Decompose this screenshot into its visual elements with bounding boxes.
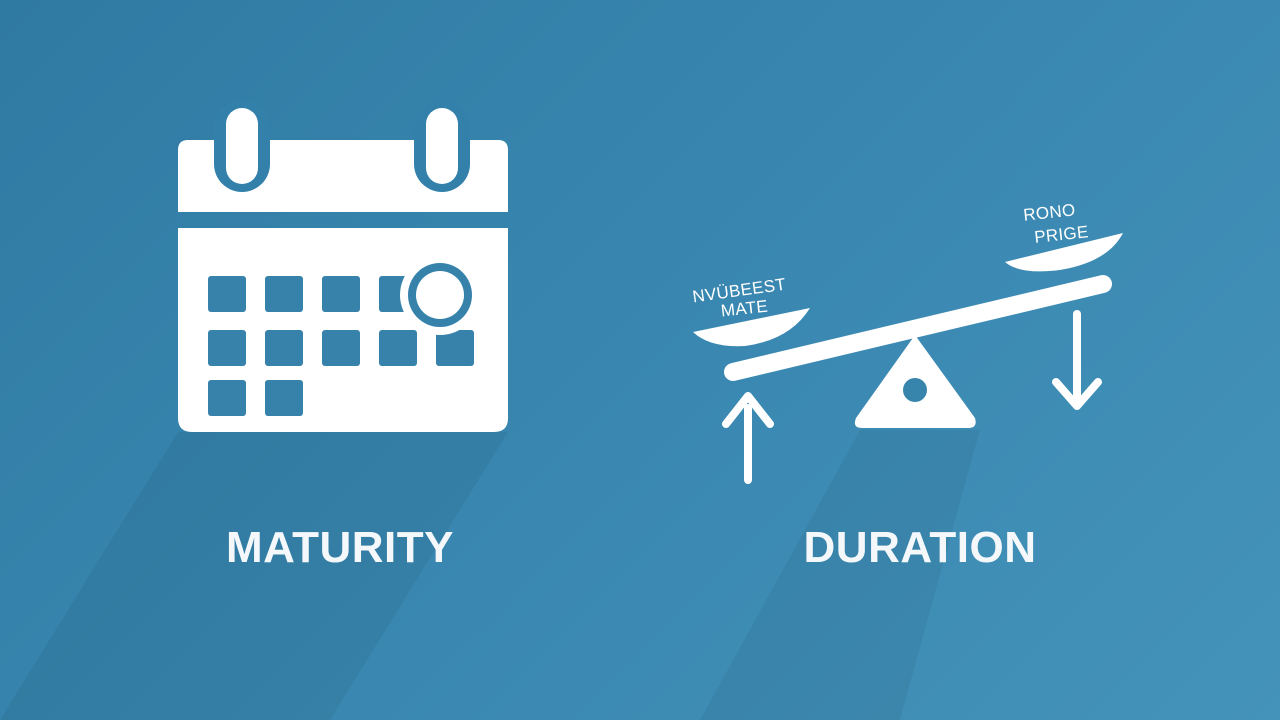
arrow-down-icon (1052, 310, 1102, 410)
seesaw-balance-icon: NVÜBEEST MATE RONO PRIGE (691, 200, 1123, 484)
right-pan-label-line2: PRIGE (1033, 222, 1089, 247)
duration-label: DURATION (803, 523, 1037, 572)
left-pan-label-line2: MATE (720, 297, 769, 321)
arrow-up-icon (722, 392, 774, 484)
right-pan-label-line1: RONO (1022, 200, 1076, 224)
calendar-icon (208, 100, 474, 416)
maturity-label: MATURITY (225, 523, 455, 572)
duration-panel: NVÜBEEST MATE RONO PRIGE DURATION (640, 0, 1280, 720)
maturity-panel: MATURITY (208, 100, 474, 572)
